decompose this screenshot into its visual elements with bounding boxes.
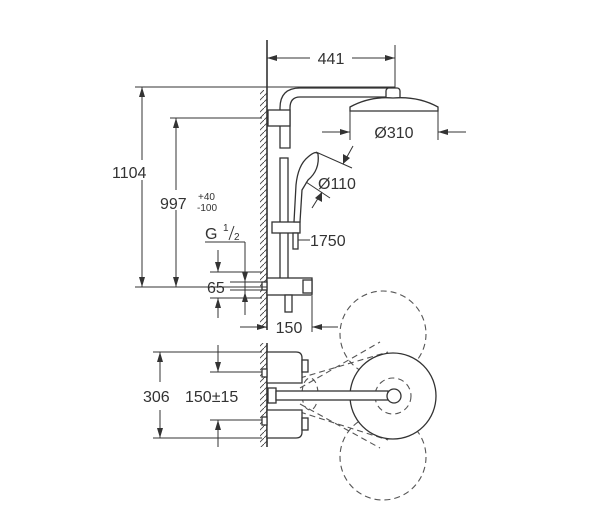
dim-inlet-spacing: 150±15 bbox=[185, 345, 262, 447]
dim-mixer-projection: 150 bbox=[240, 296, 338, 337]
dim-306-label: 306 bbox=[143, 389, 170, 406]
dim-310-label: Ø310 bbox=[374, 125, 413, 142]
dim-110-label: Ø110 bbox=[318, 176, 356, 193]
dim-inlet-height: 65 bbox=[207, 250, 262, 318]
overhead-shower bbox=[279, 87, 439, 149]
thermostat-mixer-side bbox=[261, 277, 313, 313]
wall-bracket bbox=[267, 109, 291, 127]
dim-997-tolerance-minus: -100 bbox=[197, 203, 217, 214]
dim-150-15-label: 150±15 bbox=[185, 389, 238, 406]
thermostat-mixer-plan bbox=[261, 351, 309, 439]
dim-441-label: 441 bbox=[318, 51, 345, 68]
dim-hand-shower-diameter: Ø110 bbox=[305, 145, 356, 209]
thread-denominator: 2 bbox=[234, 232, 240, 243]
dim-arm-projection: 441 bbox=[267, 45, 396, 88]
dim-65-label: 65 bbox=[207, 280, 225, 297]
thread-callout: G 1 2 bbox=[205, 223, 248, 315]
dim-1104-label: 1104 bbox=[112, 165, 147, 182]
wall-plan bbox=[260, 343, 268, 447]
dim-head-diameter: Ø310 bbox=[322, 111, 466, 142]
thread-numerator: 1 bbox=[223, 223, 229, 234]
dim-plan-width: 306 bbox=[143, 351, 262, 439]
dim-150-label: 150 bbox=[276, 320, 303, 337]
dim-outlet-height: 997 +40 -100 bbox=[160, 117, 262, 287]
overhead-shower-plan bbox=[267, 352, 437, 440]
thread-g-label: G bbox=[205, 226, 217, 243]
dim-1750-label: 1750 bbox=[310, 233, 346, 250]
hand-shower bbox=[293, 151, 319, 223]
dim-997-label: 997 bbox=[160, 196, 187, 213]
dim-997-tolerance-plus: +40 bbox=[198, 192, 215, 203]
